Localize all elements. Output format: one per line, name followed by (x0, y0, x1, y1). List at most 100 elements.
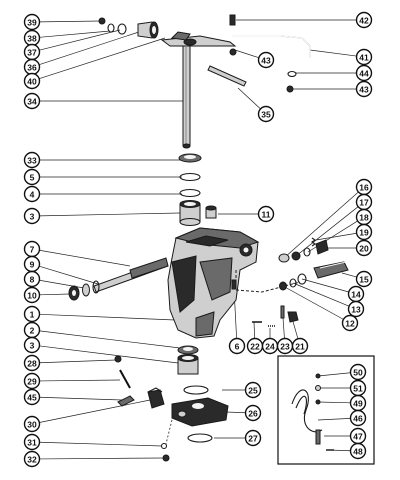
part-2-seal (177, 345, 199, 355)
callout-c21: 21 (291, 337, 309, 355)
callout-circle (23, 388, 41, 406)
part-32-nut (162, 454, 170, 462)
leader-line-c9 (39, 265, 99, 285)
part-35-pin (207, 65, 247, 87)
callout-c2: 2 (23, 321, 41, 339)
callout-number: 49 (353, 399, 363, 409)
leader-line-c38 (39, 30, 111, 38)
callout-c46: 46 (349, 409, 367, 427)
callout-number: 2 (30, 326, 35, 336)
leader-line-c13 (292, 282, 350, 307)
callout-c1: 1 (23, 305, 41, 323)
callout-c48: 48 (349, 442, 367, 460)
callout-number: 19 (359, 228, 369, 238)
leader-line-c10 (39, 293, 71, 296)
callout-number: 17 (359, 198, 369, 208)
callout-c25: 25 (244, 381, 262, 399)
callout-c3a: 3 (23, 207, 41, 225)
callout-circle (244, 429, 262, 447)
callout-c12: 12 (341, 314, 359, 332)
callout-number: 26 (248, 409, 258, 419)
callout-circle (228, 337, 246, 355)
leader-line-c46 (317, 418, 351, 421)
part-15-lever (313, 261, 349, 279)
callout-labels: 3938373640343354379810123282945303132424… (23, 11, 373, 468)
callout-number: 3 (30, 212, 35, 222)
leader-line-c19 (315, 232, 357, 241)
callout-c27: 27 (244, 429, 262, 447)
callout-circle (23, 372, 41, 390)
part-43-nut-upper (229, 48, 237, 56)
leader-line-c12 (282, 285, 344, 320)
callout-circle (257, 205, 275, 223)
part-41-rod (232, 35, 311, 58)
callout-c49: 49 (349, 394, 367, 412)
callout-circle (23, 72, 41, 90)
callout-number: 13 (351, 305, 361, 315)
callout-number: 28 (27, 359, 37, 369)
part-26-shift-block (171, 397, 229, 427)
part-1-gear-housing (167, 227, 260, 339)
callout-c17: 17 (355, 193, 373, 211)
callout-circle (355, 270, 373, 288)
part-12-nut (279, 281, 287, 291)
callout-circle (355, 80, 373, 98)
part-39-nut (98, 17, 106, 25)
callout-number: 46 (353, 414, 363, 424)
part-43-nut-lower (286, 85, 294, 93)
leader-line-c2 (39, 330, 181, 349)
part-16-bushing (278, 253, 290, 263)
callout-circle (23, 286, 41, 304)
part-44-washer (287, 70, 297, 78)
part-45-clip (117, 395, 135, 407)
callout-c5: 5 (23, 168, 41, 186)
callout-number: 37 (27, 48, 37, 58)
callout-circle (355, 48, 373, 66)
callout-number: 38 (27, 34, 37, 44)
part-18-washer (303, 247, 311, 257)
part-3-bushing-upper (179, 200, 201, 226)
callout-circle (23, 168, 41, 186)
callout-c15: 15 (355, 270, 373, 288)
part-25-ring (183, 385, 209, 395)
callout-number: 22 (250, 342, 260, 352)
part-11-sleeve (205, 205, 217, 219)
leader-line-c29 (39, 379, 121, 382)
callout-c10: 10 (23, 286, 41, 304)
callout-number: 47 (353, 432, 363, 442)
callout-c36: 36 (23, 58, 41, 76)
callout-c11: 11 (257, 205, 275, 223)
leader-line-c35 (237, 87, 261, 110)
callout-c34: 34 (23, 92, 41, 110)
part-38-washer (107, 23, 115, 33)
callout-c51: 51 (349, 379, 367, 397)
callout-c39: 39 (23, 13, 41, 31)
callout-number: 25 (248, 386, 258, 396)
callout-c7: 7 (23, 240, 41, 258)
callout-number: 30 (27, 420, 37, 430)
callout-circle (349, 442, 367, 460)
part-33-seal (178, 153, 202, 163)
parts-artwork (68, 14, 375, 465)
callout-number: 42 (359, 16, 369, 26)
callout-number: 32 (27, 455, 37, 465)
callout-c18: 18 (355, 208, 373, 226)
callout-number: 11 (262, 210, 271, 220)
callout-c32: 32 (23, 450, 41, 468)
callout-number: 31 (27, 438, 37, 448)
part-34-shift-shaft (182, 45, 191, 149)
callout-c22: 22 (246, 337, 264, 355)
callout-c9: 9 (23, 255, 41, 273)
callout-circle (23, 185, 41, 203)
callout-circle (341, 314, 359, 332)
callout-circle (244, 404, 262, 422)
part-36-bushing (137, 21, 159, 39)
callout-circle (23, 92, 41, 110)
leader-line-c45 (39, 396, 123, 401)
callout-number: 1 (30, 310, 35, 320)
callout-circle (355, 64, 373, 82)
callout-number: 3 (30, 341, 35, 351)
callout-circle (23, 151, 41, 169)
part-31-washer (160, 442, 168, 450)
